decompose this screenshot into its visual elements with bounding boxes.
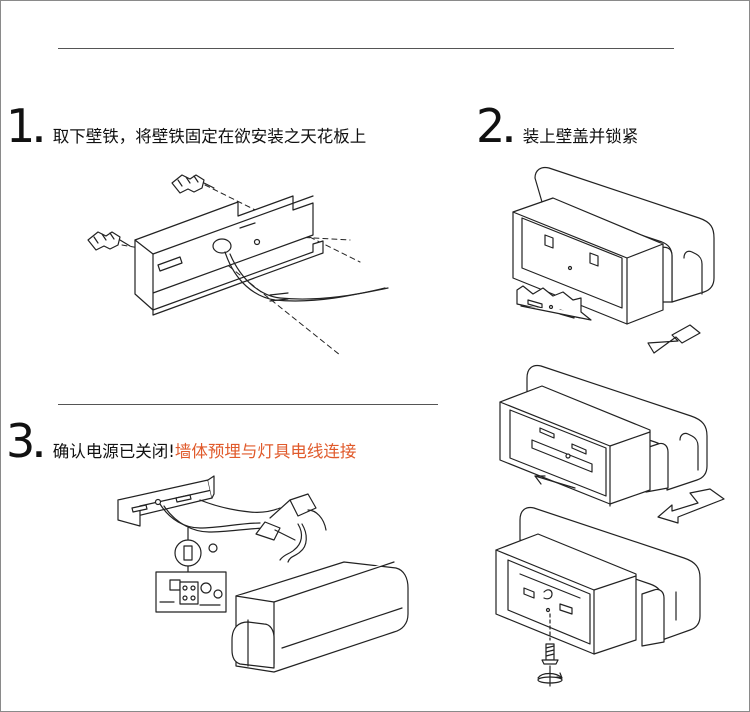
step-text: 确认电源已关闭!: [52, 442, 175, 461]
wall-cover-icon: [520, 508, 700, 647]
step-text: 装上壁盖并锁紧: [522, 127, 639, 146]
step-2-illustration-c: [496, 508, 700, 687]
bracket-icon: [118, 476, 214, 526]
connector-detail-icon: [156, 528, 226, 612]
step-number: 2: [476, 99, 505, 153]
step-3-illustration: [118, 476, 408, 672]
step-highlight-text: 墙体预埋与灯具电线连接: [174, 442, 357, 461]
screw-icon: [538, 614, 562, 686]
wires-icon: [160, 494, 326, 562]
step-2-illustration-a: [513, 167, 714, 353]
top-divider: [58, 48, 674, 49]
step-dot: .: [33, 430, 45, 465]
arrow-left-icon: [658, 489, 724, 523]
lamp-body-icon: [500, 386, 650, 506]
step-dot: .: [33, 115, 45, 150]
arrow-down-left-icon: [648, 325, 700, 353]
lamp-body-icon: [496, 534, 636, 654]
lamp-body-icon: [513, 198, 663, 324]
mid-divider: [58, 404, 438, 405]
wall-anchor-icon: [172, 175, 214, 193]
step-2-illustration-b: [500, 366, 724, 524]
step-dot: .: [503, 115, 515, 150]
mounting-bracket-icon: [135, 196, 323, 315]
arrow-left-icon: [535, 476, 575, 488]
step-1-illustration: [88, 175, 388, 355]
step-text: 取下壁铁，将壁铁固定在欲安装之天花板上: [52, 127, 367, 146]
step-2-heading: 2 . 装上壁盖并锁紧: [476, 103, 638, 149]
step-3-heading: 3 . 确认电源已关闭! 墙体预埋与灯具电线连接: [6, 418, 356, 464]
step-number: 3: [6, 414, 35, 468]
step-1-heading: 1 . 取下壁铁，将壁铁固定在欲安装之天花板上: [6, 103, 366, 149]
cable-icon: [225, 252, 388, 301]
lamp-body-icon: [232, 562, 408, 672]
step-number: 1: [6, 99, 35, 153]
bracket-icon: [517, 286, 591, 320]
wall-anchor-icon: [88, 232, 130, 250]
